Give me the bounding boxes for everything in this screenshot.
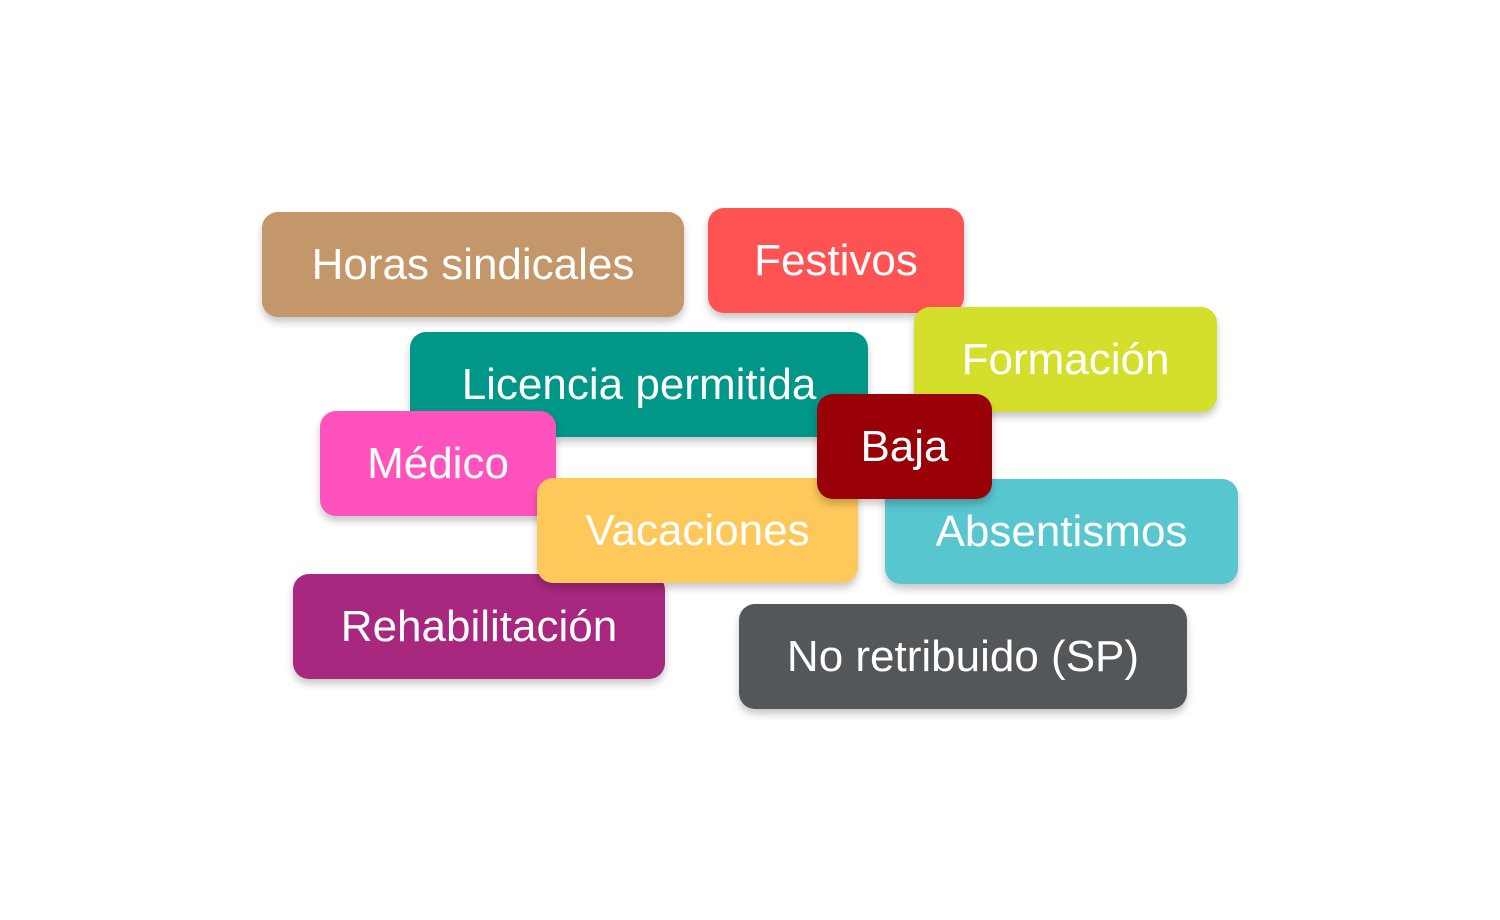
tag-festivos: Festivos	[708, 208, 964, 313]
tag-no-retribuido: No retribuido (SP)	[739, 604, 1187, 709]
tag-vacaciones: Vacaciones	[537, 478, 858, 583]
tag-rehabilitacion: Rehabilitación	[293, 574, 665, 679]
tag-horas-sindicales: Horas sindicales	[262, 212, 684, 317]
tag-medico: Médico	[320, 411, 556, 516]
tag-baja: Baja	[817, 394, 992, 499]
